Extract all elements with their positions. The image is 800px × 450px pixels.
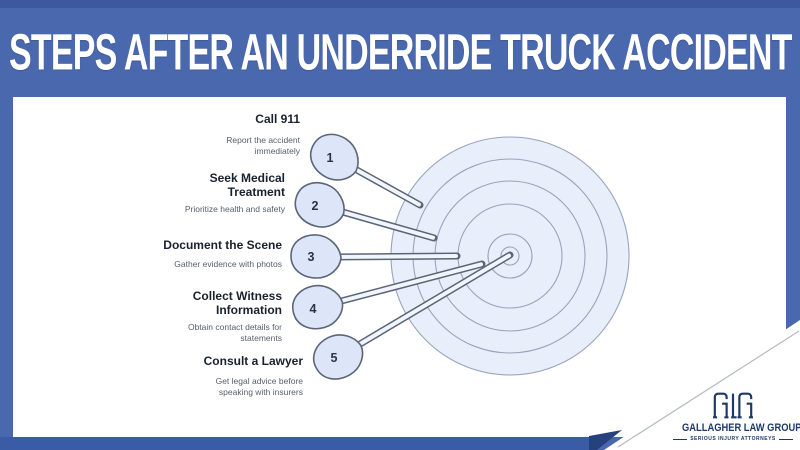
dart-shaft-2 [328,205,438,242]
tagline-rule-right [778,438,793,440]
header: STEPS AFTER AN UNDERRIDE TRUCK ACCIDENT [0,16,800,90]
dart-number-2: 2 [312,199,319,213]
dart-head-1-icon [309,133,359,181]
logo-tagline-row: SERIOUS INJURY ATTORNEYS [673,436,793,442]
dart-shaft-3 [325,252,461,261]
step-item-4: Collect Witness Information Obtain conta… [164,289,282,344]
step-description: Report the accident immediately [226,134,300,156]
tagline-rule-left [673,438,688,440]
top-accent-strip [0,0,800,8]
dart-number-3: 3 [308,250,315,264]
dart-shaft-5 [346,251,514,354]
glg-monogram-icon [713,392,753,419]
step-item-2: Seek Medical Treatment Prioritize health… [159,171,285,215]
step-title: Consult a Lawyer [203,354,303,368]
dart-shaft-1 [342,160,424,209]
step-title: Document the Scene [163,238,282,252]
step-item-1: Call 911 Report the accident immediately [188,112,300,157]
dart-heads [290,133,364,380]
corner-pennant-icon [589,430,622,450]
step-item-3: Document the Scene Gather evidence with … [147,238,282,270]
step-description: Obtain contact details for statements [187,321,282,343]
page-title: STEPS AFTER AN UNDERRIDE TRUCK ACCIDENT [8,24,792,81]
dart-shaft-4 [326,260,486,308]
logo-tagline: SERIOUS INJURY ATTORNEYS [690,436,776,442]
step-item-5: Consult a Lawyer Get legal advice before… [188,354,303,398]
dart-number-1: 1 [327,151,334,165]
step-description: Get legal advice before speaking with in… [215,375,303,397]
dart-head-2-icon [294,181,345,228]
dart-shafts [325,160,514,354]
step-title: Seek Medical Treatment [209,171,285,199]
step-title: Call 911 [255,112,300,126]
dart-number-4: 4 [310,302,317,316]
step-title: Collect Witness Information [192,289,282,317]
dart-numbers: 1 2 3 4 5 [308,151,338,365]
step-description: Gather evidence with photos [174,258,282,269]
corner-diagonal-line [617,330,800,448]
company-logo: GALLAGHER LAW GROUP SERIOUS INJURY ATTOR… [673,391,800,442]
dart-head-3-icon [290,234,342,279]
step-description: Prioritize health and safety [184,203,285,214]
dart-head-5-icon [312,334,364,380]
logo-name: GALLAGHER LAW GROUP [682,422,800,434]
dart-head-4-icon [291,284,344,330]
bottom-bar [0,437,613,450]
dart-number-5: 5 [331,351,338,365]
